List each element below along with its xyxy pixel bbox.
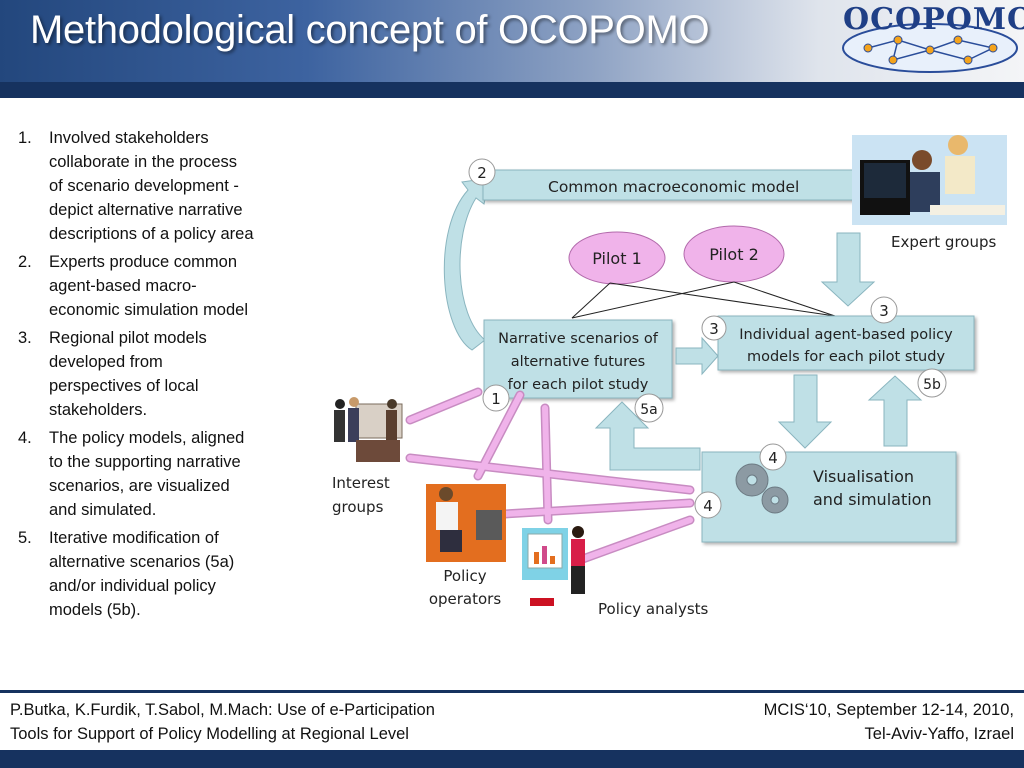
policy-operators-line-2: operators: [429, 590, 502, 608]
footer-authors: P.Butka, K.Furdik, T.Sabol, M.Mach: Use …: [10, 698, 550, 746]
step-number: 3.: [18, 329, 32, 347]
svg-text:1: 1: [491, 390, 501, 408]
logo-text: OCOPOMO: [843, 2, 1024, 37]
badge-2: 2: [468, 158, 496, 186]
visualisation-line-2: and simulation: [813, 490, 932, 509]
interest-groups-picture: [334, 397, 403, 462]
svg-text:4: 4: [703, 497, 713, 515]
footer-left-line-1: P.Butka, K.Furdik, T.Sabol, M.Mach: Use …: [10, 701, 435, 719]
badge-1: 1: [482, 384, 510, 412]
footer-left-line-2: Tools for Support of Policy Modelling at…: [10, 725, 409, 743]
badge-3-left: 3: [701, 315, 727, 341]
badge-5b: 5b: [917, 368, 947, 398]
pilot-1-label: Pilot 1: [592, 249, 642, 268]
policy-analysts-label: Policy analysts: [598, 600, 709, 618]
badge-4-top: 4: [759, 443, 787, 471]
svg-text:2: 2: [477, 164, 487, 182]
svg-text:4: 4: [768, 449, 778, 467]
experts-down-arrow: [820, 232, 876, 307]
pilot-2-label: Pilot 2: [709, 245, 759, 264]
header-bar: [0, 82, 1024, 98]
interest-groups-line-2: groups: [332, 498, 384, 516]
individual-line-2: models for each pilot study: [747, 349, 945, 365]
policy-operators-line-1: Policy: [443, 567, 486, 585]
individual-line-1: Individual agent-based policy: [739, 327, 953, 343]
narrative-line-1: Narrative scenarios of: [498, 331, 659, 347]
narrative-line-3: for each pilot study: [508, 377, 649, 393]
svg-text:3: 3: [709, 320, 719, 338]
slide-title: Methodological concept of OCOPOMO: [30, 8, 710, 52]
gears-icon: [735, 463, 789, 514]
svg-text:5b: 5b: [923, 377, 941, 393]
individual-to-visual-arrow: [777, 374, 833, 449]
pilot-connectors: [571, 281, 836, 319]
step-number: 5.: [18, 529, 32, 547]
step-number: 2.: [18, 253, 32, 271]
visual-to-narrative-arrow: [594, 401, 701, 471]
svg-text:5a: 5a: [640, 402, 658, 418]
narrative-to-individual-arrow: [675, 336, 719, 376]
svg-text:3: 3: [879, 302, 889, 320]
footer-right-line-1: MCIS‘10, September 12-14, 2010,: [763, 701, 1014, 719]
expert-groups-label: Expert groups: [891, 233, 996, 251]
ocopomo-logo: [842, 23, 1018, 73]
stakeholder-links-fill: [407, 389, 693, 563]
policy-analysts-picture: [522, 526, 585, 606]
badge-5a: 5a: [634, 393, 664, 423]
step-number: 4.: [18, 429, 32, 447]
ocopomo-process-diagram: Common macroeconomic model Expert groups…: [332, 135, 1007, 618]
narrative-line-2: alternative futures: [511, 354, 645, 370]
interest-groups-line-1: Interest: [332, 474, 390, 492]
individual-models-box: [717, 315, 975, 371]
macro-model-label: Common macroeconomic model: [548, 178, 799, 196]
step-number: 1.: [18, 129, 32, 147]
badge-4-left: 4: [694, 491, 722, 519]
visualisation-line-1: Visualisation: [813, 467, 914, 486]
visual-to-individual-arrow: [867, 375, 923, 447]
expert-groups-picture: [852, 135, 1007, 225]
curved-arrow-to-macro: [443, 177, 491, 351]
footer-right-line-2: Tel-Aviv-Yaffo, Izrael: [864, 725, 1014, 743]
badge-3-top: 3: [870, 296, 898, 324]
narrative-scenarios-box: [483, 319, 673, 399]
footer-line: [0, 690, 1024, 693]
policy-operators-picture: [426, 484, 506, 562]
footer-conference: MCIS‘10, September 12-14, 2010, Tel-Aviv…: [594, 698, 1014, 746]
footer-bar: [0, 750, 1024, 768]
